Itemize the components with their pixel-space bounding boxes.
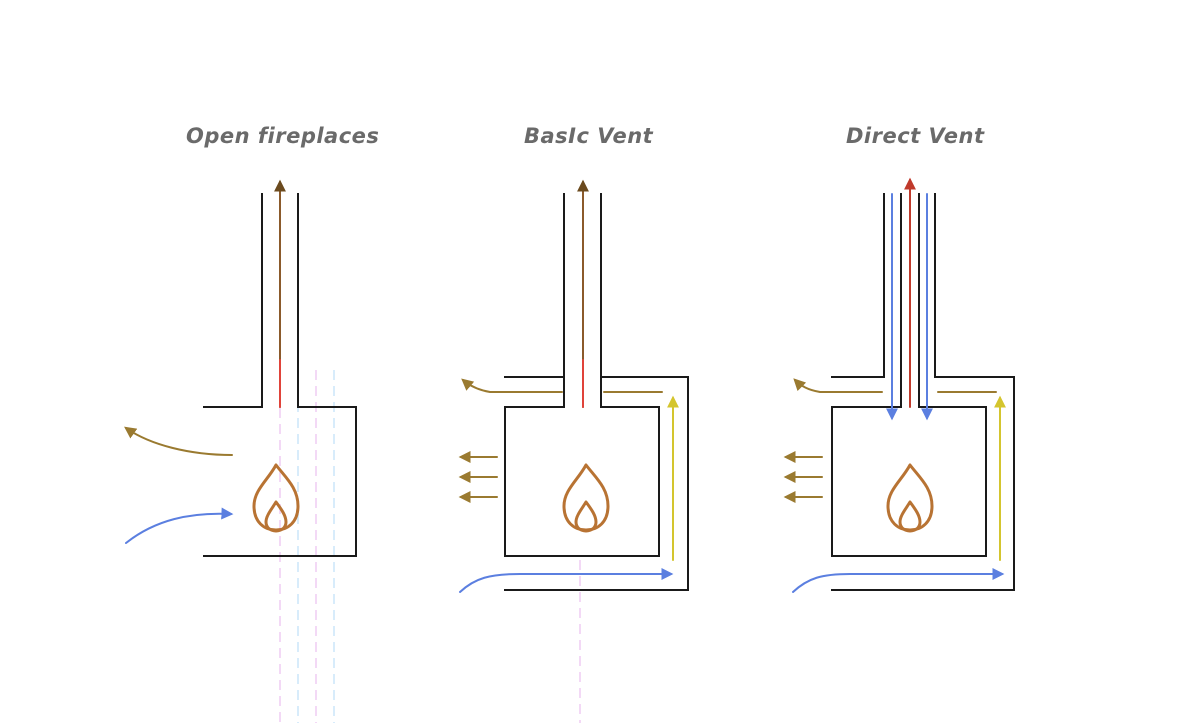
direct-outer-shell xyxy=(831,193,1015,591)
basic-outer-shell xyxy=(504,376,689,591)
direct-warm-air-top-arrow xyxy=(795,380,997,393)
flame-icon xyxy=(886,463,934,533)
direct-vent-title: Direct Vent xyxy=(846,124,985,148)
basic-vent-title: BasIc Vent xyxy=(524,124,654,148)
open-chimney-left-wall xyxy=(203,193,263,408)
ghost-guides xyxy=(279,360,581,723)
flame-icon xyxy=(252,463,300,533)
basic-warm-air-top-arrow xyxy=(463,380,663,393)
basic-chimney-left-wall xyxy=(504,193,660,557)
basic-vent-diagram xyxy=(459,179,689,593)
basic-cold-air-in-arrow xyxy=(459,568,674,593)
open-chimney-right-wall xyxy=(203,193,357,557)
open-fireplaces-title: Open fireplaces xyxy=(186,124,380,148)
open-warm-air-out-arrow xyxy=(124,426,233,456)
flame-icon xyxy=(562,463,610,533)
open-fireplace-diagram xyxy=(124,179,357,557)
direct-cold-air-in-arrow xyxy=(792,568,1005,593)
direct-inner-firebox xyxy=(831,193,987,557)
open-cold-air-in-arrow xyxy=(125,507,234,544)
direct-vent-diagram xyxy=(783,177,1015,593)
